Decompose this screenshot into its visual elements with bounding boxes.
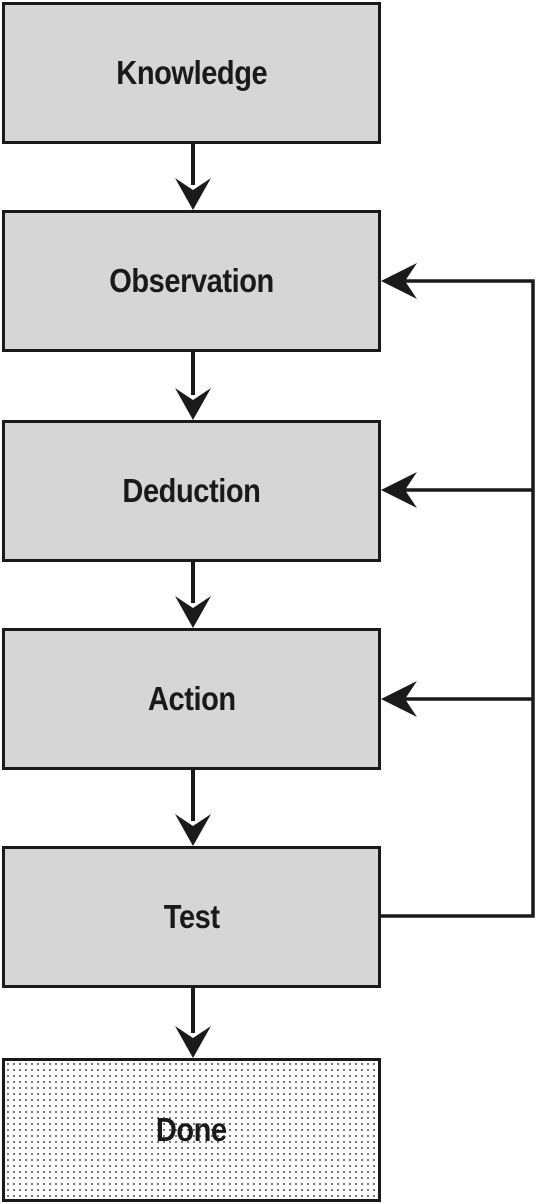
feedback-arrow-to-action	[381, 681, 417, 717]
step-test: Test	[2, 846, 381, 988]
step-deduction: Deduction	[2, 420, 381, 562]
flow-arrow-knowledge-to-observation	[175, 144, 211, 210]
step-done: Done	[2, 1058, 381, 1202]
flow-arrow-deduction-to-action	[175, 562, 211, 628]
flow-arrow-test-to-done	[175, 988, 211, 1058]
step-test-label: Test	[163, 898, 220, 935]
step-action-label: Action	[147, 680, 236, 717]
feedback-arrow-to-observation	[381, 263, 417, 299]
step-observation: Observation	[2, 210, 381, 352]
feedback-loop-line	[381, 279, 535, 918]
feedback-arrow-to-deduction	[381, 472, 417, 508]
flow-arrow-observation-to-deduction	[175, 352, 211, 420]
step-done-label: Done	[156, 1111, 227, 1148]
step-deduction-label: Deduction	[122, 472, 261, 509]
step-knowledge: Knowledge	[2, 2, 381, 144]
step-observation-label: Observation	[109, 262, 274, 299]
step-action: Action	[2, 628, 381, 770]
flow-arrow-action-to-test	[175, 770, 211, 846]
step-knowledge-label: Knowledge	[116, 54, 267, 91]
